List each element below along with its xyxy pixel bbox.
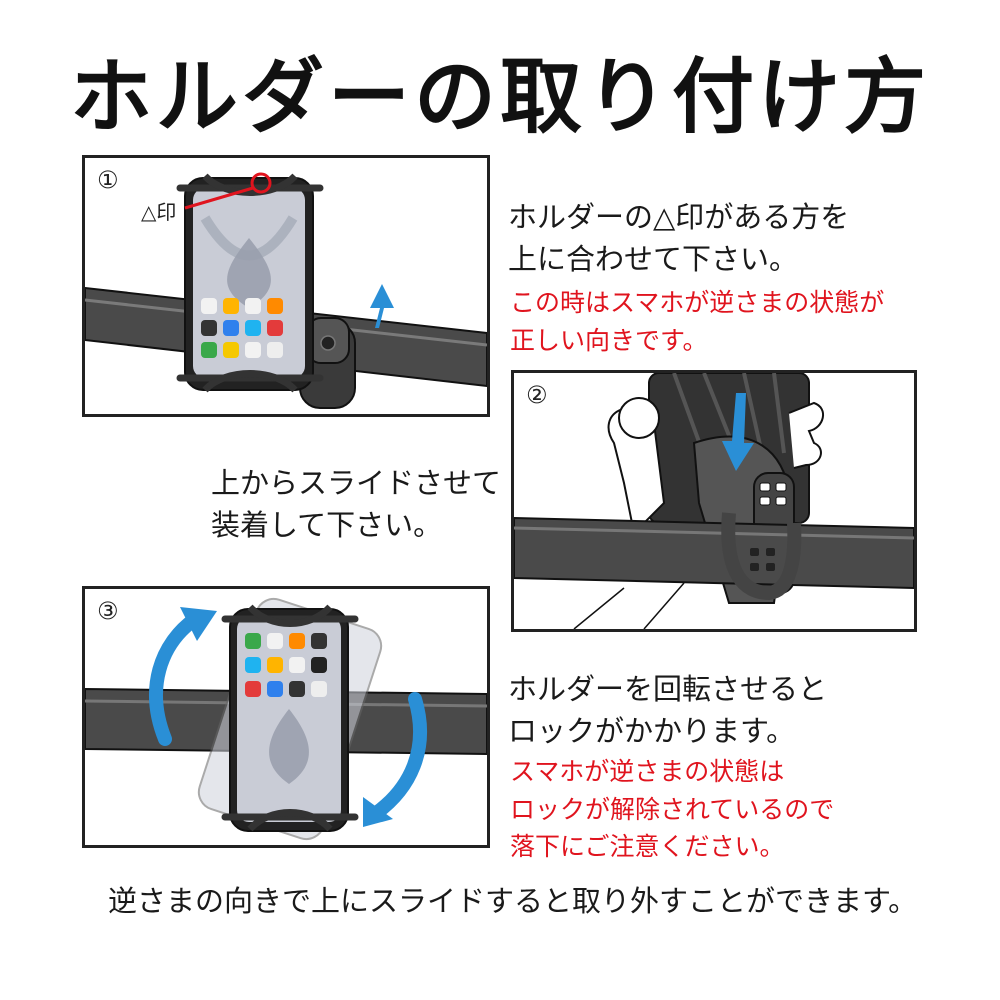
step-3-note-line-2: ロックが解除されているので (510, 794, 835, 824)
step-1-instruction-line-2: 上に合わせて下さい。 (508, 242, 799, 277)
step-1-instruction-line-1: ホルダーの△印がある方を (508, 200, 850, 234)
step-3-illustration: ③ (82, 586, 490, 848)
step-3-instruction: ホルダーを回転させると ロックがかかります。 (508, 668, 827, 752)
footer-note: 逆さまの向きで上にスライドすると取り外すことができます。 (108, 884, 918, 918)
triangle-mark-label: △印 (141, 200, 177, 224)
step-3-note: スマホが逆さまの状態は ロックが解除されているので 落下にご注意ください。 (510, 753, 834, 866)
step-2-instruction: 上からスライドさせて 装着して下さい。 (211, 462, 501, 546)
step-2-illustration: ② (511, 370, 917, 632)
page-title: ホルダーの取り付け方 (69, 49, 930, 145)
step-3-instruction-line-1: ホルダーを回転させると (508, 672, 828, 706)
step-1-note-line-2: 正しい向きです。 (510, 325, 708, 355)
step-2-instruction-line-1: 上からスライドさせて (211, 466, 502, 500)
step-3-instruction-line-2: ロックがかかります。 (508, 714, 796, 749)
step-1-drawing (85, 172, 487, 409)
step-1-number: ① (97, 166, 119, 194)
step-3-drawing (85, 597, 487, 841)
step-3-note-line-3: 落下にご注意ください。 (510, 832, 785, 861)
step-3-note-line-1: スマホが逆さまの状態は (510, 757, 785, 786)
step-1-instruction: ホルダーの△印がある方を 上に合わせて下さい。 (508, 196, 849, 280)
step-1-note: この時はスマホが逆さまの状態が 正しい向きです。 (510, 284, 884, 359)
step-1-note-line-1: この時はスマホが逆さまの状態が (510, 288, 885, 317)
step-2-number: ② (526, 381, 548, 409)
step-2-instruction-line-2: 装着して下さい。 (211, 508, 443, 543)
step-2-drawing (514, 373, 914, 629)
step-1-illustration: ① △印 (82, 155, 490, 417)
step-3-number: ③ (97, 597, 119, 625)
